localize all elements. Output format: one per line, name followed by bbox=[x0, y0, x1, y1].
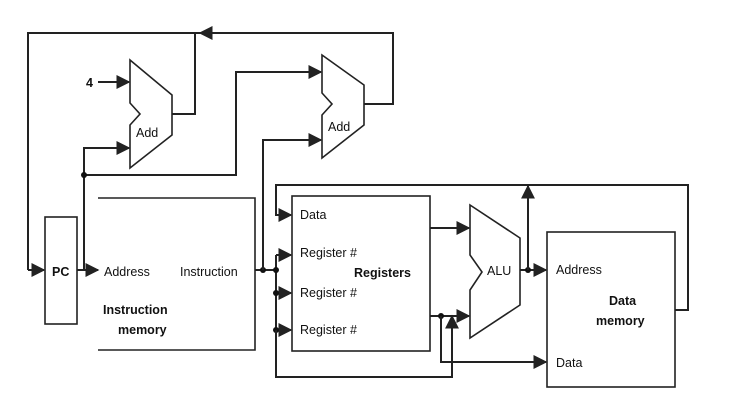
register-file: Data Register # Register # Register # Re… bbox=[291, 195, 431, 352]
wire-bypass-to-alu bbox=[275, 314, 459, 378]
adder-1-label: Add bbox=[136, 126, 158, 140]
constant-four: 4 bbox=[86, 76, 93, 90]
wire-reg-b-to-datamem bbox=[440, 316, 548, 369]
registers-reg-label-2: Register # bbox=[300, 286, 357, 300]
adder-2-label: Add bbox=[328, 120, 350, 134]
junction-reg-bus-2 bbox=[273, 290, 279, 296]
data-memory-title-line2: memory bbox=[596, 314, 645, 328]
alu: ALU bbox=[469, 203, 521, 340]
wire-pc-loop bbox=[27, 32, 200, 270]
data-memory-address-label: Address bbox=[556, 263, 602, 277]
instruction-memory-instruction-label: Instruction bbox=[180, 265, 238, 279]
wire-pc-to-adder1 bbox=[83, 141, 131, 270]
instruction-memory-address-label: Address bbox=[104, 265, 150, 279]
registers-data-label: Data bbox=[300, 208, 326, 222]
instruction-memory: Address Instruction Instruction memory bbox=[98, 197, 256, 351]
wire-adder2-output bbox=[198, 26, 394, 105]
data-memory: Address Data Data memory bbox=[546, 231, 676, 388]
wire-adder1-output bbox=[172, 33, 196, 115]
data-memory-title-line1: Data bbox=[609, 294, 637, 308]
instruction-memory-title-line2: memory bbox=[118, 323, 167, 337]
wire-instruction-to-adder2 bbox=[262, 133, 323, 270]
registers-reg-label-1: Register # bbox=[300, 246, 357, 260]
wire-writeback bbox=[275, 184, 689, 311]
instruction-memory-title-line1: Instruction bbox=[103, 303, 168, 317]
registers-reg-label-3: Register # bbox=[300, 323, 357, 337]
adder-1: Add bbox=[129, 58, 173, 170]
junction-pc-adder2 bbox=[81, 172, 87, 178]
registers-title: Registers bbox=[354, 266, 411, 280]
pc-register: PC bbox=[44, 216, 78, 325]
data-memory-data-label: Data bbox=[556, 356, 582, 370]
junction-reg-bus-1 bbox=[273, 267, 279, 273]
pc-label: PC bbox=[52, 265, 69, 279]
alu-label: ALU bbox=[487, 264, 511, 278]
adder-2: Add bbox=[321, 53, 365, 160]
wire-pc-to-adder2 bbox=[84, 65, 323, 176]
